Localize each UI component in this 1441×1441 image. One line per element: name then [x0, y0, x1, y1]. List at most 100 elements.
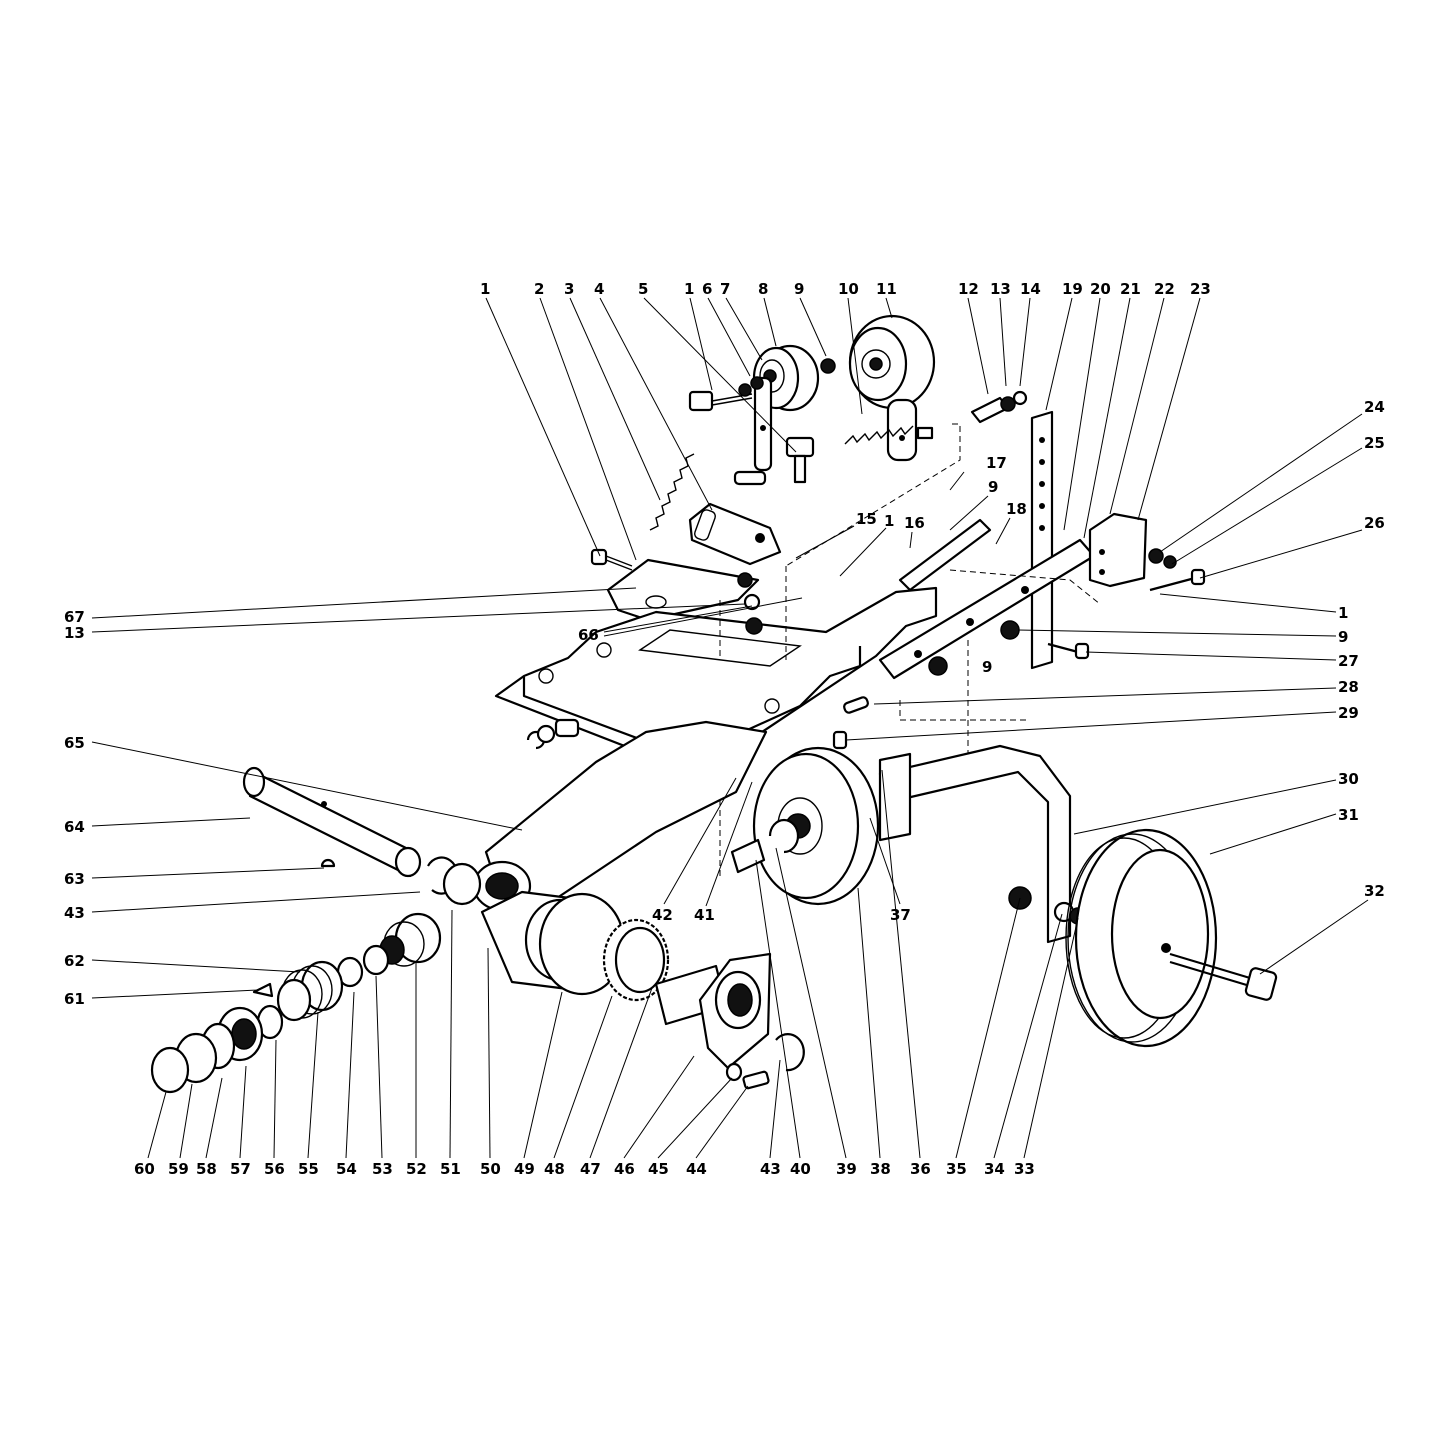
- callout-1-a: 1: [480, 280, 490, 298]
- callout-9-a: 9: [794, 280, 804, 298]
- bolt-1-left: [590, 548, 633, 571]
- callout-labels: 1 2 3 4 5 1 6 7 8 9 10 11 12 13 14 19 20…: [64, 280, 1385, 1178]
- callout-9-b: 9: [1338, 628, 1348, 646]
- callout-40: 40: [790, 1160, 811, 1178]
- callout-44: 44: [686, 1160, 707, 1178]
- callout-30: 30: [1338, 770, 1359, 788]
- bolt-27: [1047, 642, 1090, 660]
- key-61: [252, 982, 274, 998]
- callout-8: 8: [758, 280, 768, 298]
- callout-63: 63: [64, 870, 85, 888]
- nut-9-lower: [928, 656, 948, 676]
- callout-14: 14: [1020, 280, 1041, 298]
- cover-46: [698, 952, 772, 1070]
- callout-33: 33: [1014, 1160, 1035, 1178]
- callout-41: 41: [694, 906, 715, 924]
- idler-pulley-8: [733, 344, 836, 486]
- spring-62: [276, 960, 344, 1022]
- bushing-left: [554, 718, 580, 738]
- callout-23: 23: [1190, 280, 1211, 298]
- callout-24: 24: [1364, 398, 1385, 416]
- callout-42: 42: [652, 906, 673, 924]
- bushing-40: [730, 838, 766, 874]
- snap-ring-43-right: [775, 1033, 805, 1072]
- callout-34: 34: [984, 1160, 1005, 1178]
- pin-28: [843, 696, 869, 714]
- callout-54: 54: [336, 1160, 357, 1178]
- callout-1-b: 1: [684, 280, 694, 298]
- snap-ring-39: [768, 818, 800, 854]
- callout-28: 28: [1338, 678, 1359, 696]
- bolt-5: [785, 436, 815, 484]
- callout-61: 61: [64, 990, 85, 1008]
- shaft-64: [242, 766, 422, 878]
- callout-7: 7: [720, 280, 730, 298]
- callout-10: 10: [838, 280, 859, 298]
- callout-27: 27: [1338, 652, 1359, 670]
- callout-38: 38: [870, 1160, 891, 1178]
- washer-left: [536, 724, 556, 744]
- callout-22: 22: [1154, 280, 1175, 298]
- spring-12: [970, 390, 1028, 424]
- spring-3: [649, 453, 695, 531]
- fitting-29: [832, 730, 848, 750]
- callout-9-c: 9: [982, 658, 992, 676]
- callout-21: 21: [1120, 280, 1141, 298]
- callout-46: 46: [614, 1160, 635, 1178]
- callout-13-a: 13: [990, 280, 1011, 298]
- callout-57: 57: [230, 1160, 251, 1178]
- callout-43-a: 43: [64, 904, 85, 922]
- callout-20: 20: [1090, 280, 1111, 298]
- callout-1-d: 1: [884, 512, 894, 530]
- ring-60: [150, 1046, 190, 1094]
- callout-2: 2: [534, 280, 544, 298]
- bracket-4: [688, 502, 782, 566]
- callout-11: 11: [876, 280, 897, 298]
- callout-17: 17: [986, 454, 1007, 472]
- callout-47: 47: [580, 1160, 601, 1178]
- wheel-31: [1065, 828, 1218, 1048]
- gear-48: [602, 918, 670, 1002]
- leader-lines: [91, 297, 1369, 1159]
- callout-53: 53: [372, 1160, 393, 1178]
- nut-9-right: [1000, 620, 1020, 640]
- parts-illustration: [150, 314, 1278, 1094]
- callout-13-b: 13: [64, 624, 85, 642]
- callout-25: 25: [1364, 434, 1385, 452]
- callout-15: 15: [856, 510, 877, 528]
- main-frame: [494, 586, 938, 768]
- bolt-1-top: [688, 376, 764, 412]
- callout-36: 36: [910, 1160, 931, 1178]
- callout-50: 50: [480, 1160, 501, 1178]
- callout-9-d: 9: [988, 478, 998, 496]
- callout-43-b: 43: [760, 1160, 781, 1178]
- callout-4: 4: [594, 280, 604, 298]
- callout-32: 32: [1364, 882, 1385, 900]
- callout-67: 67: [64, 608, 85, 626]
- callout-49: 49: [514, 1160, 535, 1178]
- callout-5: 5: [638, 280, 648, 298]
- callout-58: 58: [196, 1160, 217, 1178]
- idler-pulley-11: [844, 314, 936, 462]
- callout-12: 12: [958, 280, 979, 298]
- callout-56: 56: [264, 1160, 285, 1178]
- callout-19: 19: [1062, 280, 1083, 298]
- washer-53: [362, 944, 390, 976]
- washer-45: [725, 1062, 743, 1082]
- key-63: [320, 858, 336, 868]
- bearing-51: [442, 862, 482, 906]
- wheel-bracket-30: [878, 744, 1072, 944]
- pulley-38: [752, 746, 880, 906]
- callout-6: 6: [702, 280, 712, 298]
- callout-35: 35: [946, 1160, 967, 1178]
- bolt-26: [1149, 568, 1206, 592]
- callout-66: 66: [578, 626, 599, 644]
- callout-29: 29: [1338, 704, 1359, 722]
- callout-26: 26: [1364, 514, 1385, 532]
- callout-60: 60: [134, 1160, 155, 1178]
- callout-31: 31: [1338, 806, 1359, 824]
- callout-16: 16: [904, 514, 925, 532]
- callout-65: 65: [64, 734, 85, 752]
- callout-48: 48: [544, 1160, 565, 1178]
- callout-1-c: 1: [1338, 604, 1348, 622]
